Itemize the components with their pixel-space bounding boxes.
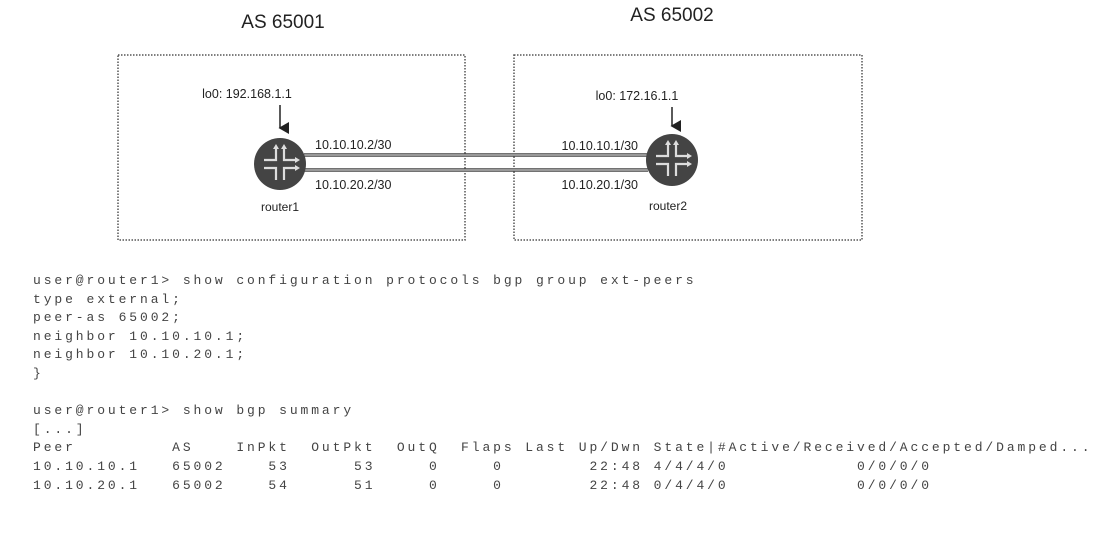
cli-line: type external; (33, 291, 183, 307)
router2-if1-label: 10.10.10.1/30 (562, 139, 639, 153)
as-65002-box (513, 54, 863, 241)
cli-blank-line (33, 384, 1092, 403)
cli-line: [...] (33, 421, 87, 437)
cli-command-config: user@router1> show configuration protoco… (33, 273, 697, 288)
as-65001-box (117, 54, 466, 241)
router1-icon (252, 136, 308, 192)
router1-label: router1 (261, 200, 299, 214)
router1-if2-label: 10.10.20.2/30 (315, 178, 392, 192)
cli-line: neighbor 10.10.10.1; (33, 328, 248, 344)
router2-icon (644, 132, 700, 188)
router2-if2-label: 10.10.20.1/30 (562, 178, 639, 192)
as-65002-label: AS 65002 (630, 5, 713, 26)
cli-line: } (33, 365, 44, 381)
bgp-summary-row: 10.10.10.1 65002 53 53 0 0 22:48 4/4/4/0… (33, 458, 932, 474)
bgp-summary-row: 10.10.20.1 65002 54 51 0 0 22:48 0/4/4/0… (33, 477, 932, 493)
network-diagram: AS 65001 AS 65002 lo0: 192.168.1.1 route… (117, 5, 863, 241)
router1-if1-label: 10.10.10.2/30 (315, 138, 392, 152)
router2-lo0-label: lo0: 172.16.1.1 (596, 89, 679, 103)
cli-output: user@router1> show configuration protoco… (33, 272, 1092, 495)
router1-lo0-label: lo0: 192.168.1.1 (202, 87, 292, 101)
as-65001-label: AS 65001 (241, 12, 324, 33)
cli-command-summary: user@router1> show bgp summary (33, 403, 355, 419)
cli-line: neighbor 10.10.20.1; (33, 347, 248, 363)
bgp-summary-header: Peer AS InPkt OutPkt OutQ Flaps Last Up/… (33, 440, 1093, 456)
cli-line: peer-as 65002; (33, 310, 183, 326)
router2-label: router2 (649, 199, 687, 213)
